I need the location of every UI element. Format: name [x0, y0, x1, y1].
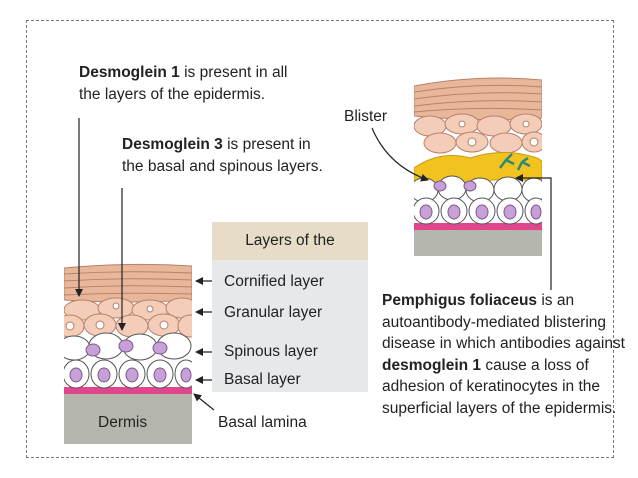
leader-arrows	[75, 118, 552, 411]
blister-label: Blister	[344, 108, 388, 125]
desmoglein1-text: Desmoglein 1 is present in all the layer…	[79, 62, 287, 106]
granular-cells	[64, 297, 192, 338]
pemphigus-term: Pemphigus foliaceus	[382, 292, 538, 309]
desmoglein3-text: Desmoglein 3 is present in the basal and…	[122, 134, 323, 178]
legend-panel	[212, 260, 368, 392]
dermis-region	[64, 394, 192, 444]
description-line3: disease in which antibodies against	[382, 335, 625, 352]
label-basal-layer: Basal layer	[224, 371, 301, 388]
label-basal-lamina: Basal lamina	[218, 414, 307, 431]
desmoglein3-line2: the basal and spinous layers.	[122, 158, 323, 175]
description-line2: autoantibody-mediated blistering	[382, 313, 607, 331]
desmoglein1-term: Desmoglein 1	[79, 64, 180, 81]
pemphigus-description: Pemphigus foliaceus is an autoantibody-m…	[382, 290, 625, 419]
antibodies	[499, 153, 531, 171]
normal-epidermis-block	[64, 263, 192, 444]
description-line4-rest: cause a loss of	[481, 356, 589, 374]
basal-lamina-arrow	[193, 393, 215, 411]
label-dermis: Dermis	[98, 414, 148, 431]
description-line1-rest: is an	[537, 292, 575, 309]
description-line5: adhesion of keratinocytes in the	[382, 378, 600, 395]
blister-epidermis-block	[414, 77, 542, 256]
spinous-cells	[64, 332, 192, 361]
desmoglein1-target-term: desmoglein 1	[382, 356, 482, 374]
cornified-layer	[64, 263, 192, 303]
description-line6: superficial layers of the epidermis.	[382, 399, 617, 417]
label-spinous-layer: Spinous layer	[224, 343, 318, 360]
desmoglein3-term: Desmoglein 3	[122, 136, 223, 153]
desmoglein3-rest: is present in	[222, 136, 311, 153]
label-cornified-layer: Cornified layer	[224, 273, 324, 290]
antibody-arrow	[515, 174, 552, 290]
blister-arrow	[371, 127, 429, 182]
dashed-frame	[26, 20, 614, 458]
label-granular-layer: Granular layer	[224, 304, 323, 321]
desmoglein1-line2: the layers of the epidermis.	[79, 86, 266, 103]
desmoglein1-rest: is present in all	[179, 64, 288, 81]
legend-title: Layers of the epidermis	[212, 222, 368, 287]
basal-lamina-band	[64, 387, 192, 394]
